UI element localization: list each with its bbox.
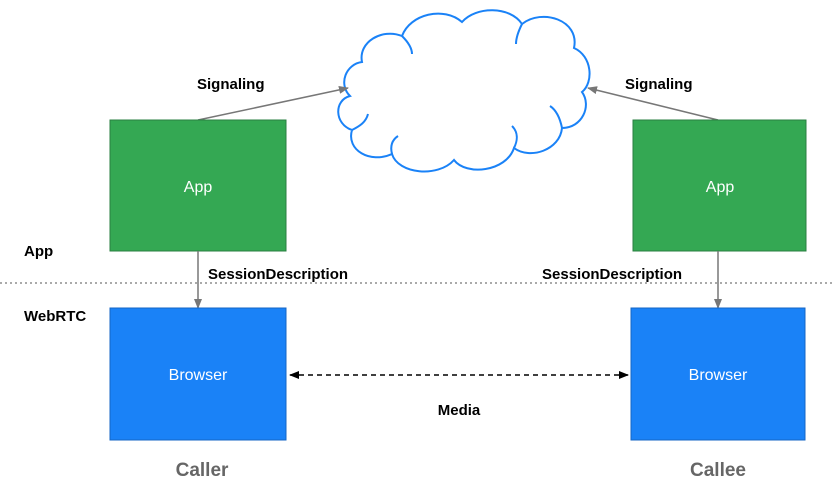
cloud-shape [337,9,591,173]
callee-signaling-arrow [587,86,719,121]
callee-browser-label: Browser [689,367,748,384]
callee-role-label: Callee [690,460,746,479]
caller-browser-box: Browser [109,307,287,441]
cloud-inner-curve [511,125,518,149]
callee-browser-box: Browser [630,307,806,441]
caller-signaling-label: Signaling [197,76,265,93]
signaling-cloud [337,9,591,173]
caller-app-label: App [184,179,213,196]
callee-session-label: SessionDescription [542,266,682,283]
media-label: Media [438,402,481,419]
caller-app-box: App [109,119,287,252]
caller-session-label: SessionDescription [208,266,348,283]
cloud-inner-curve [351,113,369,131]
cloud-inner-curve [390,135,399,155]
cloud-inner-curve [515,23,523,45]
caller-role-label: Caller [176,460,229,479]
webrtc-layer-label: WebRTC [24,308,86,325]
caller-signaling-arrow [197,85,349,121]
callee-app-box: App [632,119,807,252]
cloud-inner-curve [549,105,563,129]
cloud-inner-curve [401,35,413,55]
caller-browser-label: Browser [169,367,228,384]
callee-app-label: App [706,179,735,196]
app-layer-label: App [24,243,53,260]
callee-signaling-label: Signaling [625,76,693,93]
